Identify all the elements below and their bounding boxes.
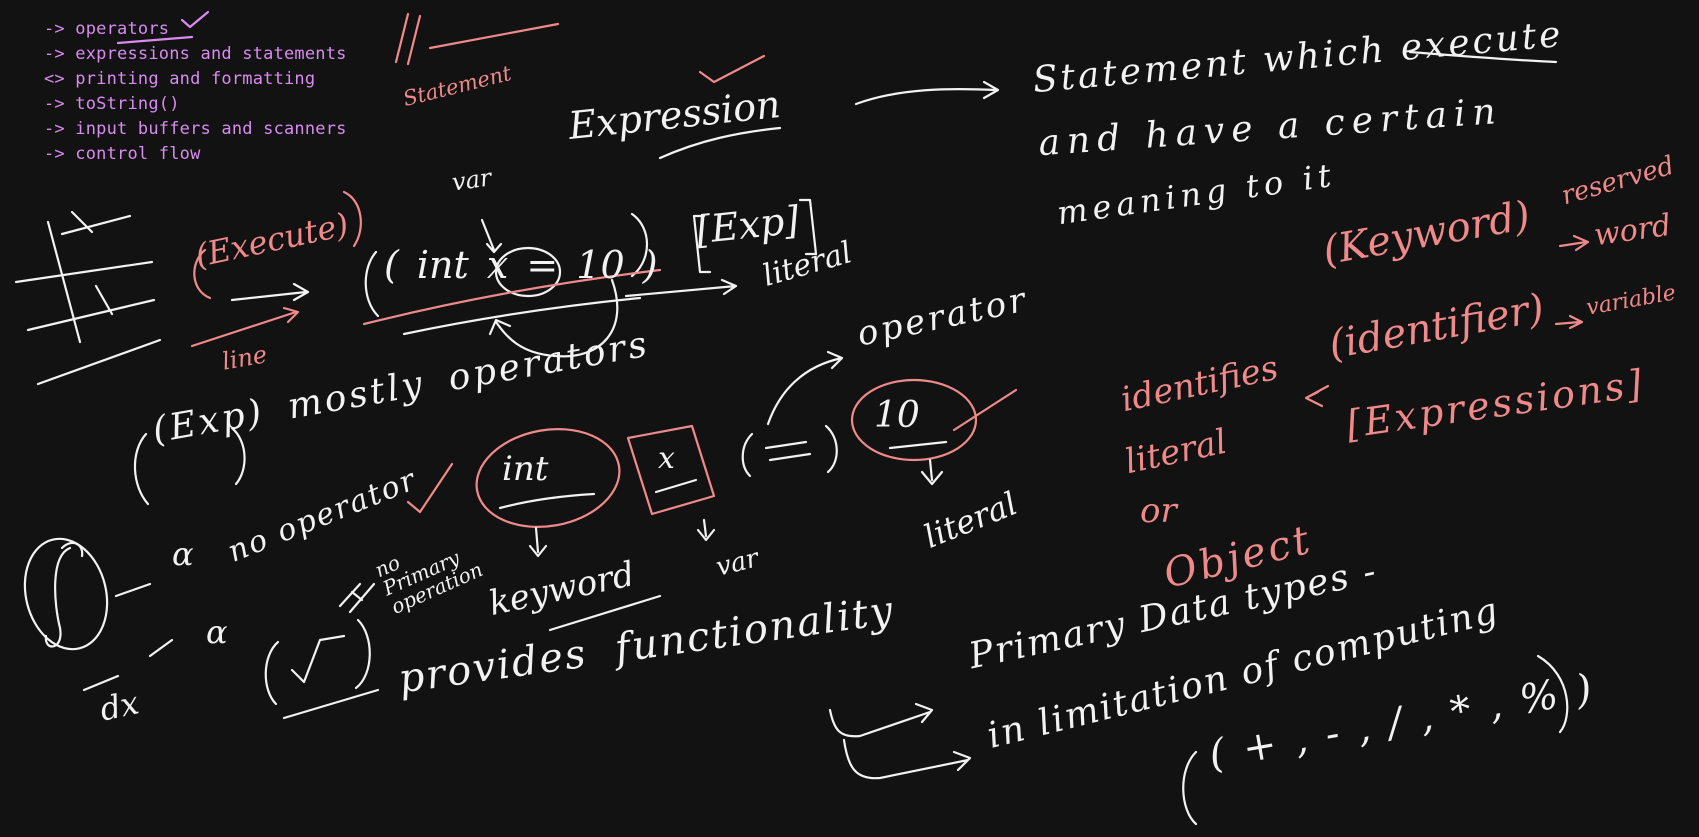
check-icon xyxy=(952,388,1018,432)
underline-stroke xyxy=(362,268,662,326)
underline-stroke xyxy=(116,35,194,45)
underline-stroke xyxy=(402,296,642,336)
agenda-item: -> control flow xyxy=(44,144,201,164)
paren-stroke xyxy=(230,426,246,486)
underline-stroke xyxy=(658,126,782,160)
ten-label: 10 xyxy=(874,395,920,436)
arrow-stroke xyxy=(696,518,716,542)
underline-stroke xyxy=(498,492,596,510)
agenda-item: -> expressions and statements xyxy=(44,44,347,64)
bracket-stroke xyxy=(798,198,818,256)
check-icon xyxy=(406,462,454,514)
paren-stroke xyxy=(264,640,280,706)
arrow-stroke xyxy=(842,738,972,780)
paren-stroke xyxy=(1182,750,1198,826)
box-stroke xyxy=(626,424,716,516)
circle-stroke xyxy=(23,537,109,651)
paren-stroke xyxy=(824,424,838,474)
alpha-symbol: α xyxy=(206,613,228,651)
underline-stroke xyxy=(428,22,560,50)
agenda-list: -> operators -> expressions and statemen… xyxy=(44,17,347,167)
arrow-stroke xyxy=(480,218,503,254)
check-icon xyxy=(698,54,766,84)
underline-stroke xyxy=(548,594,662,632)
arrow-stroke xyxy=(766,350,844,426)
paren-stroke xyxy=(354,618,371,690)
x-label: x xyxy=(658,441,675,476)
circle-stroke xyxy=(850,378,978,462)
alpha-symbol: α xyxy=(172,535,194,573)
arrow-stroke xyxy=(528,526,548,558)
agenda-item: -> operators xyxy=(44,19,170,39)
int-label: int xyxy=(502,449,549,489)
agenda-item: <> printing and formatting xyxy=(44,69,316,89)
agenda-item: -> input buffers and scanners xyxy=(44,119,347,139)
paren-stroke xyxy=(364,250,380,318)
code-line: ( int x = 10 ) xyxy=(384,243,658,287)
arrow-stroke xyxy=(854,87,998,106)
scribble-stroke xyxy=(14,210,162,386)
bracket-stroke xyxy=(692,214,712,274)
underline-stroke xyxy=(888,440,948,450)
integral-stroke xyxy=(44,541,84,648)
paren-stroke xyxy=(630,212,649,278)
arrow-stroke xyxy=(230,282,310,302)
circle-stroke xyxy=(475,428,621,528)
dash-stroke xyxy=(82,582,174,692)
arrow-head xyxy=(982,80,1000,100)
paren-stroke xyxy=(1536,654,1569,734)
dx-label: dx xyxy=(96,683,143,729)
check-icon xyxy=(180,10,210,29)
underline-stroke xyxy=(1408,50,1558,64)
line-label: line xyxy=(219,340,270,376)
arrow-stroke xyxy=(1554,314,1584,330)
arrow-stroke xyxy=(190,306,300,348)
paren-stroke xyxy=(193,248,212,300)
equals-stroke xyxy=(764,440,812,462)
var-label: var xyxy=(450,163,494,197)
or-list-item: or xyxy=(1140,491,1177,531)
double-slash-stroke xyxy=(394,12,422,66)
arrow-stroke xyxy=(920,458,944,486)
loop-arrow-stroke xyxy=(488,278,619,358)
paren-stroke xyxy=(741,432,754,478)
arrow-stroke xyxy=(1304,384,1330,408)
sqrt-stroke xyxy=(290,634,346,684)
arrow-stroke xyxy=(624,278,738,298)
paren-stroke xyxy=(133,432,150,506)
circle-stroke xyxy=(494,246,562,298)
arrow-stroke xyxy=(828,702,934,738)
paren-stroke xyxy=(342,190,362,248)
exp-bracket-label: [Exp] xyxy=(693,197,802,253)
arrow-stroke xyxy=(1558,234,1590,252)
arrow-stroke xyxy=(338,582,376,614)
underline-stroke xyxy=(282,688,380,720)
underline-stroke xyxy=(654,478,698,494)
agenda-item: -> toString() xyxy=(44,94,180,114)
